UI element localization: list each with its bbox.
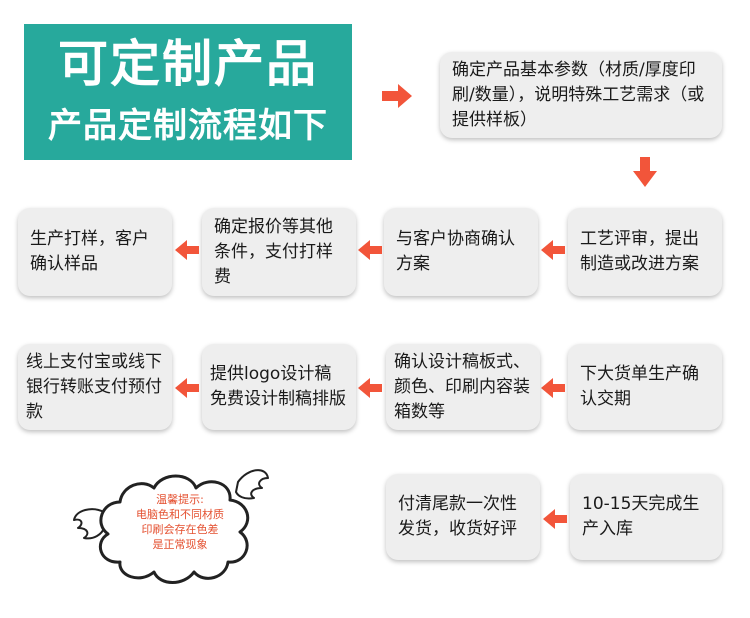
note-line-2: 电脑色和不同材质 <box>136 508 224 521</box>
arrow-left-icon <box>175 378 199 398</box>
warm-tip-note: 温馨提示: 电脑色和不同材质 印刷会存在色差 是正常现象 <box>110 492 250 552</box>
arrow-down-icon <box>633 157 657 187</box>
step-text-10: 10-15天完成生产入库 <box>582 494 700 539</box>
arrow-right-icon <box>382 84 412 108</box>
arrow-left-icon <box>541 378 565 398</box>
step-text-7: 确认设计稿板式、颜色、印刷内容装箱数等 <box>394 351 530 422</box>
step-box-4: 确定报价等其他条件，支付打样费 <box>202 208 356 296</box>
step-box-7: 确认设计稿板式、颜色、印刷内容装箱数等 <box>386 344 540 430</box>
arrow-left-icon <box>175 240 199 260</box>
cloud-icon <box>73 469 269 584</box>
arrow-left-icon <box>358 240 382 260</box>
banner-title: 可定制产品 <box>58 35 318 93</box>
step-box-8: 提供logo设计稿免费设计制稿排版 <box>202 344 356 430</box>
step-box-5: 生产打样，客户确认样品 <box>18 208 172 296</box>
step-box-3: 与客户协商确认方案 <box>384 208 538 296</box>
step-text-6: 下大货单生产确认交期 <box>580 364 699 409</box>
note-line-3: 印刷会存在色差 <box>141 523 219 536</box>
step-text-9: 线上支付宝或线下银行转账支付预付款 <box>26 351 162 422</box>
arrow-left-icon <box>358 378 382 398</box>
note-line-4: 是正常现象 <box>152 538 208 551</box>
step-text-4: 确定报价等其他条件，支付打样费 <box>214 216 333 287</box>
step-box-10: 10-15天完成生产入库 <box>570 474 722 560</box>
step-box-9: 线上支付宝或线下银行转账支付预付款 <box>18 344 172 430</box>
arrow-left-icon <box>541 240 565 260</box>
step-text-5: 生产打样，客户确认样品 <box>30 229 149 274</box>
step-box-11: 付清尾款一次性发货，收货好评 <box>386 474 540 560</box>
step-box-1: 确定产品基本参数（材质/厚度印刷/数量），说明特殊工艺需求（或提供样板） <box>440 52 722 138</box>
note-line-1: 温馨提示: <box>156 493 204 506</box>
arrow-left-icon <box>543 509 567 529</box>
step-text-2: 工艺评审，提出制造或改进方案 <box>580 229 699 274</box>
title-banner: 可定制产品 产品定制流程如下 <box>24 24 352 160</box>
step-text-11: 付清尾款一次性发货，收货好评 <box>398 494 517 539</box>
step-text-3: 与客户协商确认方案 <box>396 229 515 274</box>
step-box-2: 工艺评审，提出制造或改进方案 <box>568 208 722 296</box>
step-box-6: 下大货单生产确认交期 <box>568 344 722 430</box>
step-text-8: 提供logo设计稿免费设计制稿排版 <box>210 364 346 409</box>
step-text-1: 确定产品基本参数（材质/厚度印刷/数量），说明特殊工艺需求（或提供样板） <box>452 59 705 130</box>
banner-subtitle: 产品定制流程如下 <box>48 106 328 146</box>
